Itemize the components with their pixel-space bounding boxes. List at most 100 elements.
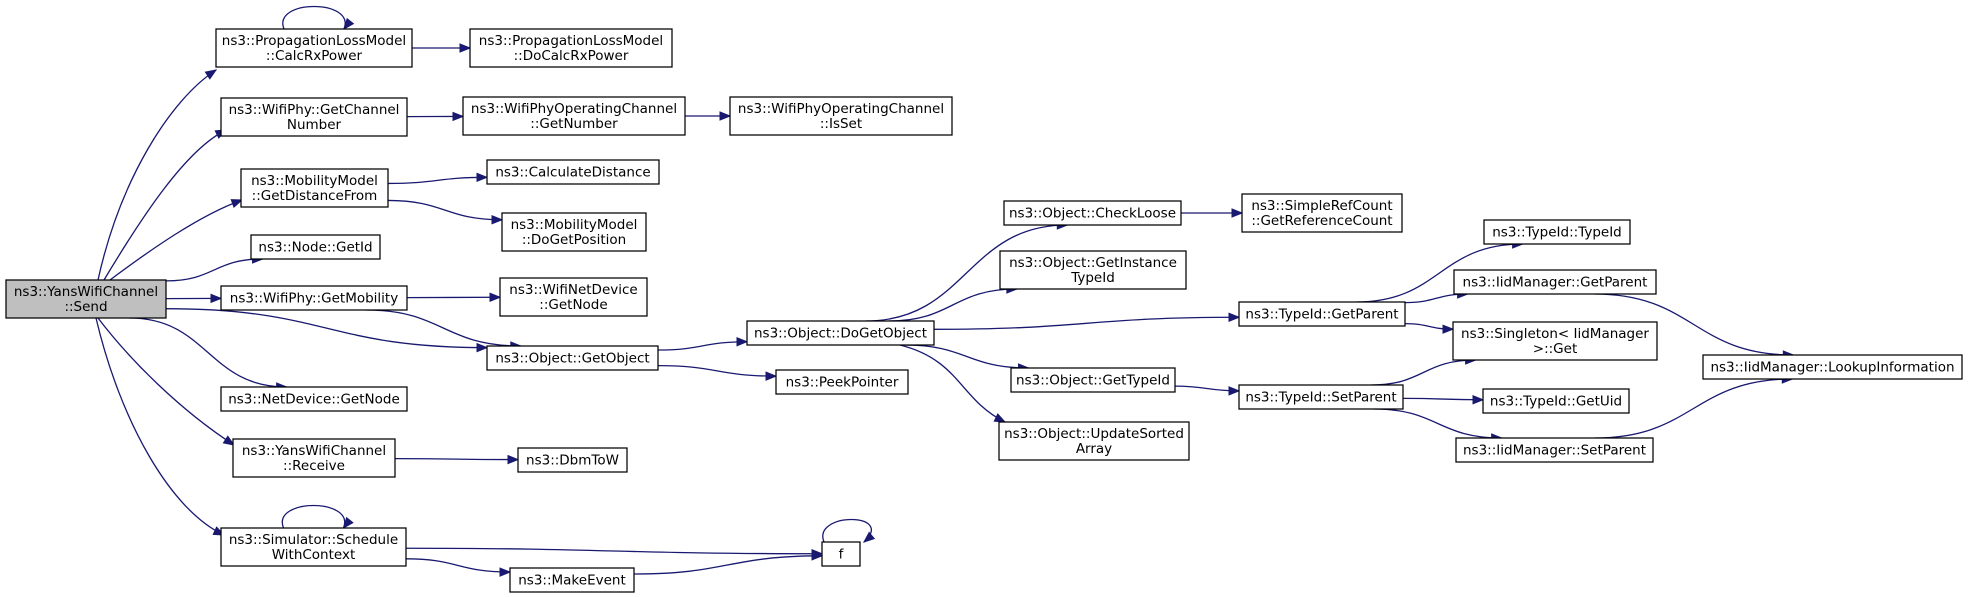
edge-send-to-receive: [97, 317, 236, 446]
node-label: ns3::YansWifiChannel: [14, 284, 158, 300]
edge-send-to-getchannelnumber: [103, 129, 228, 281]
edge-send-to-getmobility: [165, 293, 223, 304]
edge-getmobility-to-wifinetdevgetnode: [406, 292, 502, 303]
node-box: [486, 159, 660, 185]
node-typeidtypeid[interactable]: ns3::TypeId::TypeId: [1483, 219, 1631, 245]
edge-schedule-to-f: [405, 547, 824, 559]
node-label: ns3::TypeId::TypeId: [1492, 225, 1622, 241]
node-objgettypeid[interactable]: ns3::Object::GetTypeId: [1010, 367, 1176, 393]
node-opisset[interactable]: ns3::WifiPhyOperatingChannel::IsSet: [729, 96, 953, 136]
edge-send-to-getdistancefrom: [109, 199, 244, 281]
node-typeidsetparent[interactable]: ns3::TypeId::SetParent: [1238, 384, 1404, 410]
node-box: [998, 421, 1190, 461]
node-label: ns3::CalculateDistance: [495, 165, 650, 181]
node-calcdistance[interactable]: ns3::CalculateDistance: [486, 159, 660, 185]
node-label: ::Receive: [283, 458, 345, 474]
node-label: ::DoGetPosition: [522, 232, 626, 248]
node-opgetnumber[interactable]: ns3::WifiPhyOperatingChannel::GetNumber: [462, 96, 686, 136]
node-label: ns3::DbmToW: [526, 453, 619, 469]
edge-getchannelnumber-to-opgetnumber: [406, 111, 465, 122]
edge-dogetobject-to-updatesorted: [899, 344, 1007, 423]
node-dogetobject[interactable]: ns3::Object::DoGetObject: [746, 320, 935, 346]
node-docalcrx[interactable]: ns3::PropagationLossModel::DoCalcRxPower: [469, 28, 673, 68]
node-label: ns3::MobilityModel: [511, 217, 638, 233]
node-label: ns3::PropagationLossModel: [222, 33, 406, 49]
node-box: [5, 279, 167, 319]
node-box: [220, 527, 407, 567]
node-netdevgetnode[interactable]: ns3::NetDevice::GetNode: [220, 386, 408, 412]
node-label: ns3::WifiPhyOperatingChannel: [471, 101, 677, 117]
node-label: ::Send: [64, 299, 107, 315]
edge-dogetobject-to-getinstancetypeid: [888, 284, 1019, 322]
node-label: ns3::TypeId::GetUid: [1490, 394, 1622, 410]
node-label: ns3::Object::GetInstance: [1009, 255, 1177, 271]
edge-schedule-to-makeevent: [405, 558, 512, 577]
edge-receive-to-dbmtow: [394, 454, 520, 465]
node-label: TypeId: [1070, 270, 1115, 286]
edge-opgetnumber-to-opisset: [684, 111, 732, 121]
node-box: [220, 97, 408, 137]
node-f[interactable]: f: [821, 541, 861, 567]
node-getobject[interactable]: ns3::Object::GetObject: [486, 345, 659, 371]
edge-send-to-calcrx: [97, 69, 218, 281]
node-nodegetid[interactable]: ns3::Node::GetId: [250, 234, 381, 260]
node-label: WithContext: [272, 547, 356, 563]
node-typeidgetparent[interactable]: ns3::TypeId::GetParent: [1238, 301, 1406, 327]
node-box: [469, 28, 673, 68]
node-box: [1003, 200, 1182, 226]
node-label: ns3::Object::GetTypeId: [1016, 373, 1170, 389]
node-lookupinfo[interactable]: ns3::IidManager::LookupInformation: [1702, 354, 1963, 380]
node-dbmtow[interactable]: ns3::DbmToW: [517, 447, 628, 473]
node-label: ns3::IidManager::SetParent: [1463, 443, 1646, 459]
edge-typeidsetparent-to-iidsetparent: [1373, 408, 1503, 443]
edge-makeevent-to-f: [633, 551, 824, 575]
edge-dogetobject-to-typeidgetparent: [933, 312, 1241, 330]
edge-dogetobject-to-objgettypeid: [904, 344, 1030, 373]
node-receive[interactable]: ns3::YansWifiChannel::Receive: [232, 438, 396, 478]
node-label: ::GetReferenceCount: [1251, 213, 1392, 229]
node-label: f: [839, 547, 845, 563]
node-iidgetparent[interactable]: ns3::IidManager::GetParent: [1453, 269, 1657, 295]
node-wifinetdevgetnode[interactable]: ns3::WifiNetDevice::GetNode: [499, 277, 648, 317]
edge-schedule-to-schedule: [281, 504, 354, 530]
node-label: ns3::Node::GetId: [258, 240, 372, 256]
edge-getobject-to-dogetobject: [657, 336, 749, 351]
node-label: ::DoCalcRxPower: [514, 48, 629, 64]
node-label: ns3::Object::UpdateSorted: [1004, 426, 1184, 442]
node-label: Number: [287, 117, 342, 133]
node-iidsetparent[interactable]: ns3::IidManager::SetParent: [1455, 437, 1654, 463]
node-box: [499, 277, 648, 317]
node-calcrx[interactable]: ns3::PropagationLossModel::CalcRxPower: [215, 28, 413, 68]
node-box: [1702, 354, 1963, 380]
node-label: ns3::Object::GetObject: [495, 351, 649, 367]
node-label: ns3::Simulator::Schedule: [229, 532, 398, 548]
edge-send-to-nodegetid: [165, 254, 264, 282]
node-send[interactable]: ns3::YansWifiChannel::Send: [5, 279, 167, 319]
node-box: [1452, 321, 1658, 361]
node-label: ns3::Singleton< IidManager: [1461, 326, 1649, 342]
node-box: [775, 369, 909, 395]
node-getdistancefrom[interactable]: ns3::MobilityModel::GetDistanceFrom: [240, 168, 389, 208]
node-typeidgetuid[interactable]: ns3::TypeId::GetUid: [1482, 388, 1630, 414]
node-label: ns3::IidManager::LookupInformation: [1710, 360, 1954, 376]
node-makeevent[interactable]: ns3::MakeEvent: [509, 567, 635, 593]
node-peekpointer[interactable]: ns3::PeekPointer: [775, 369, 909, 395]
node-singletonget[interactable]: ns3::Singleton< IidManager>::Get: [1452, 321, 1658, 361]
node-label: ns3::TypeId::GetParent: [1245, 307, 1398, 323]
node-getrefcount[interactable]: ns3::SimpleRefCount::GetReferenceCount: [1241, 193, 1403, 233]
node-box: [821, 541, 861, 567]
edge-calcrx-to-docalcrx: [411, 43, 472, 53]
node-box: [517, 447, 628, 473]
node-checkloose[interactable]: ns3::Object::CheckLoose: [1003, 200, 1182, 226]
node-dogetposition[interactable]: ns3::MobilityModel::DoGetPosition: [501, 212, 647, 252]
node-getmobility[interactable]: ns3::WifiPhy::GetMobility: [220, 285, 408, 311]
node-box: [1010, 367, 1176, 393]
edge-send-to-getobject: [165, 308, 489, 353]
node-box: [486, 345, 659, 371]
node-label: ns3::YansWifiChannel: [242, 443, 386, 459]
